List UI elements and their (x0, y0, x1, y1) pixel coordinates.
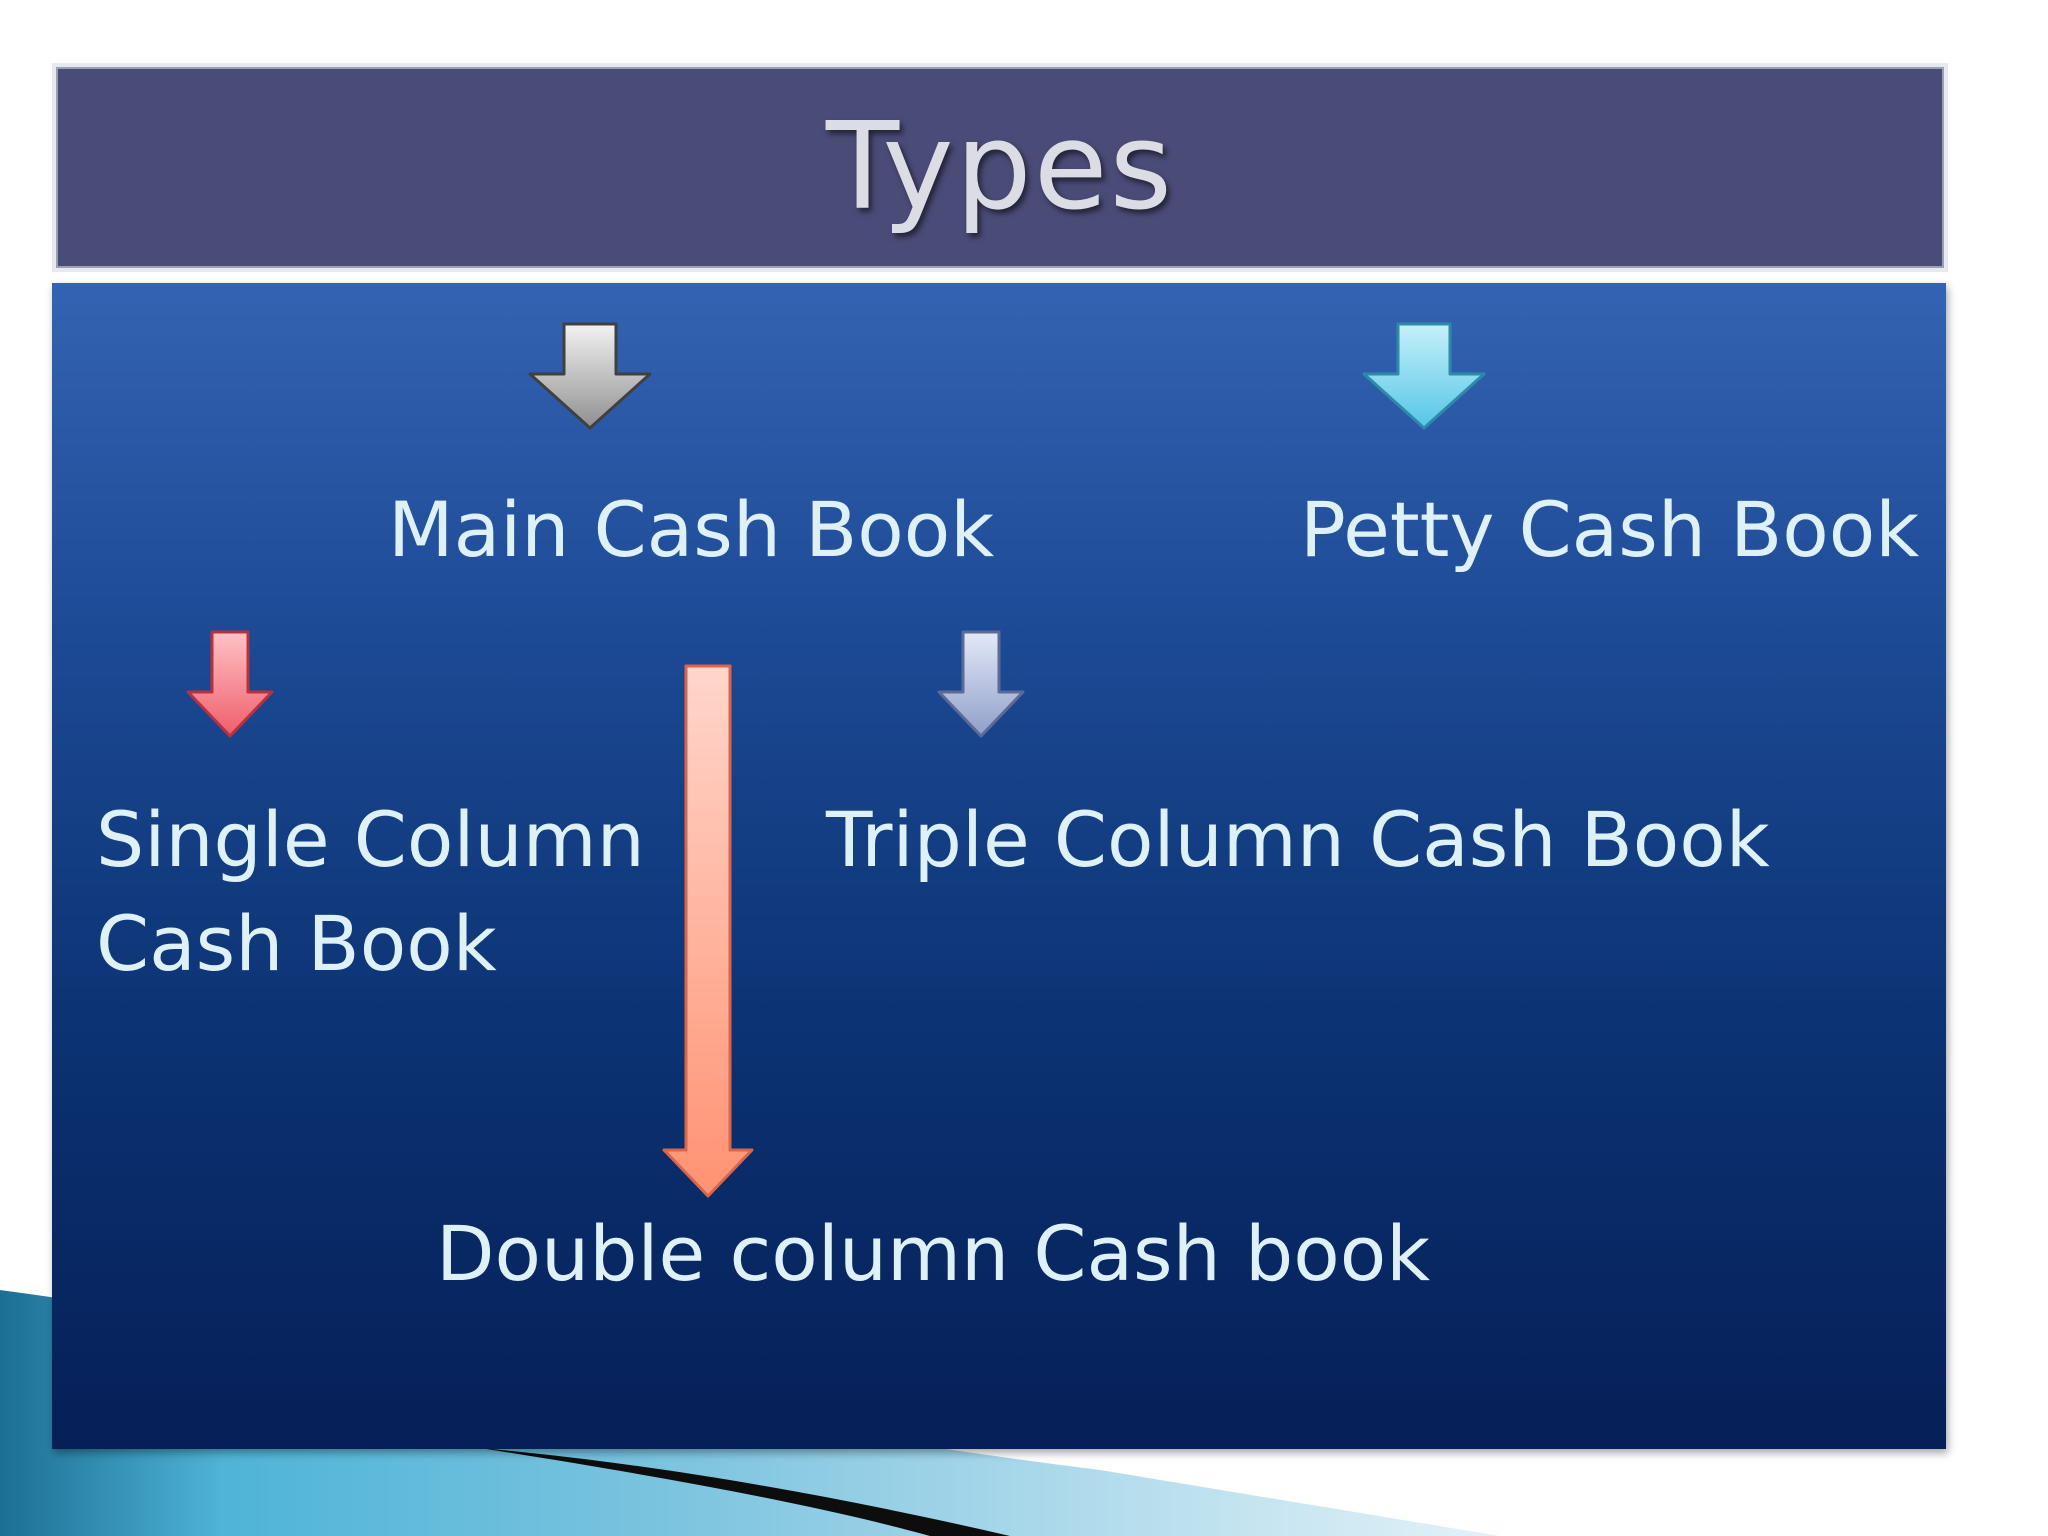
node-triple-label: Triple Column Cash Book (826, 795, 1770, 884)
content-panel (52, 283, 1946, 1449)
title-bar: Types (52, 63, 1948, 272)
node-triple-column-cash-book: Triple Column Cash Book (826, 788, 1770, 892)
arrow-triple-column (937, 630, 1025, 738)
arrow-petty-cash-book (1362, 322, 1486, 430)
node-double-label: Double column Cash book (436, 1209, 1431, 1298)
node-double-column-cash-book: Double column Cash book (436, 1202, 1430, 1306)
arrow-single-column (186, 630, 274, 738)
arrow-main-cash-book (528, 322, 652, 430)
node-petty-label: Petty Cash Book (1300, 485, 1920, 574)
node-main-label: Main Cash Book (388, 485, 995, 574)
node-petty-cash-book: Petty Cash Book (1300, 478, 1919, 582)
node-single-label-line1: Single Column (96, 795, 645, 884)
slide-title: Types (825, 98, 1175, 237)
node-single-label-line2: Cash Book (96, 899, 497, 988)
node-single-column-cash-book: Single Column Cash Book (96, 788, 645, 996)
decorative-swoosh-shadow (480, 1448, 1010, 1536)
arrow-double-column (662, 664, 754, 1198)
node-main-cash-book: Main Cash Book (388, 478, 994, 582)
